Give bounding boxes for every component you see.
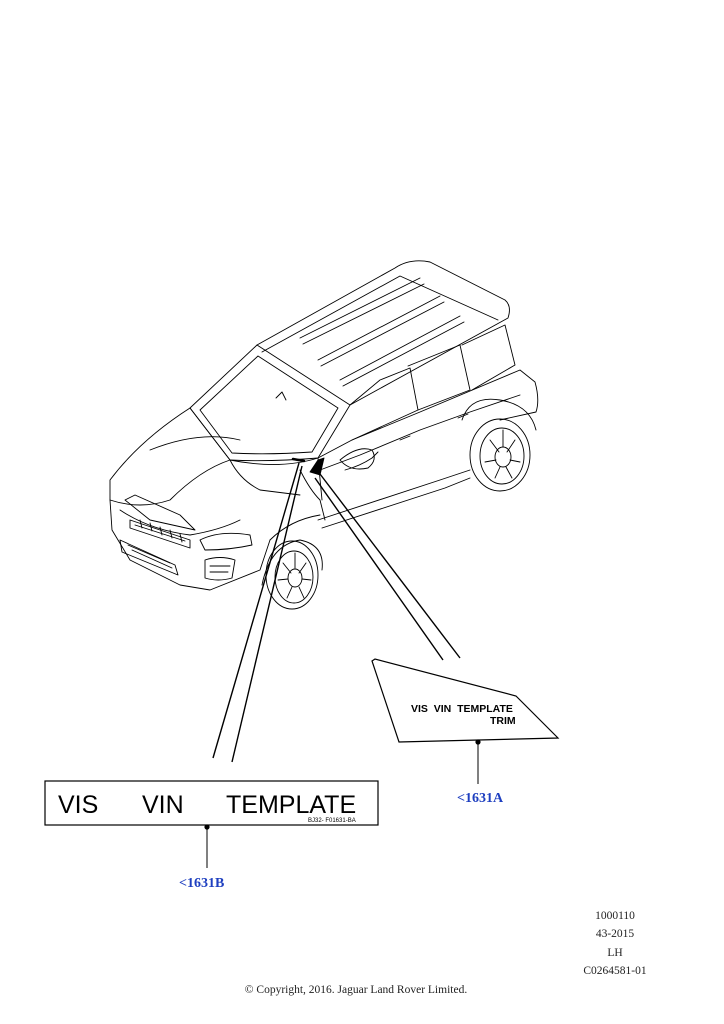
trim-template-text-line2: TRIM [490, 715, 516, 727]
vin-template-outline [44, 780, 379, 826]
vin-template-word-vin: VIN [142, 791, 184, 819]
trim-template-text-line1: VIS VIN TEMPLATE [411, 703, 513, 715]
leader-line-a1 [314, 477, 444, 661]
callout-link-1631a[interactable]: <1631A [457, 791, 504, 806]
leader-lines [212, 462, 461, 763]
meta-line-4: C0264581-01 [583, 965, 647, 977]
copyright-notice: © Copyright, 2016. Jaguar Land Rover Lim… [245, 984, 468, 996]
leader-line-b2 [231, 465, 303, 763]
vin-template-trim-part: VIS VIN TEMPLATE TRIM <1631A [371, 658, 560, 806]
diagram-metadata: 1000110 43-2015 LH C0264581-01 [583, 910, 647, 977]
callout-link-1631b[interactable]: <1631B [179, 876, 224, 891]
vin-template-word-template: TEMPLATE [226, 791, 356, 819]
meta-line-3: LH [607, 947, 622, 959]
leader-line-b1 [212, 462, 300, 759]
vin-template-part-code: BJ32- F01631-BA [308, 818, 356, 824]
vehicle-illustration [109, 260, 539, 610]
meta-line-1: 1000110 [595, 910, 635, 922]
meta-line-2: 43-2015 [596, 928, 635, 940]
vin-template-word-vis: VIS [58, 791, 98, 819]
leader-line-a2 [319, 473, 461, 659]
vin-template-part: VIS VIN TEMPLATE BJ32- F01631-BA <1631B [44, 780, 379, 891]
trim-template-outline [371, 658, 560, 743]
